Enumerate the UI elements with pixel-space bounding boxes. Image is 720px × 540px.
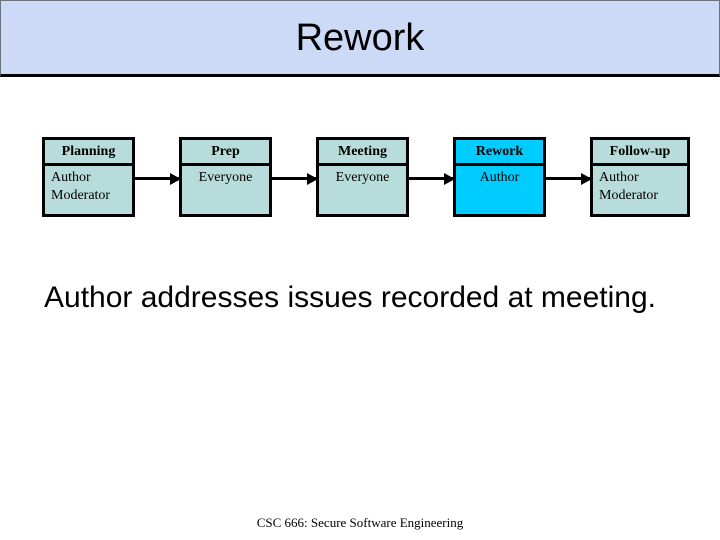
flow-node-role: Everyone [198, 170, 253, 185]
slide-footer: CSC 666: Secure Software Engineering [256, 515, 464, 530]
flow-node-header: Follow-up [593, 140, 687, 166]
flow-node-role: Moderator [599, 188, 659, 203]
flow-node-follow-up[interactable]: Follow-up Author Moderator [590, 137, 690, 217]
flow-node-header: Meeting [319, 140, 406, 166]
flow-node-prep[interactable]: Prep Everyone [179, 137, 272, 217]
flow-arrow-meeting-to-rework [409, 172, 455, 185]
flow-node-header: Prep [182, 140, 269, 166]
flow-node-header: Planning [45, 140, 132, 166]
flow-node-role: Author [51, 170, 91, 185]
page-title: Rework [295, 16, 425, 59]
flow-node-header: Rework [456, 140, 543, 166]
flow-node-role: Author [479, 170, 520, 185]
flow-node-roles: Everyone [319, 166, 406, 214]
flow-arrow-prep-to-meeting [272, 172, 318, 185]
process-flow-diagram: Planning Author Moderator Prep Everyone … [42, 137, 690, 219]
flow-arrow-planning-to-prep [135, 172, 181, 185]
flow-node-planning[interactable]: Planning Author Moderator [42, 137, 135, 217]
flow-node-rework[interactable]: Rework Author [453, 137, 546, 217]
flow-node-meeting[interactable]: Meeting Everyone [316, 137, 409, 217]
flow-node-roles: Everyone [182, 166, 269, 214]
flow-node-role: Author [599, 170, 639, 185]
flow-node-roles: Author Moderator [45, 166, 132, 214]
flow-node-roles: Author [456, 166, 543, 214]
flow-arrow-rework-to-follow-up [546, 172, 592, 185]
flow-node-roles: Author Moderator [593, 166, 687, 214]
slide-title-bar: Rework [0, 0, 720, 77]
slide-caption: Author addresses issues recorded at meet… [44, 281, 656, 314]
flow-node-role: Moderator [51, 188, 111, 203]
flow-node-role: Everyone [335, 170, 390, 185]
